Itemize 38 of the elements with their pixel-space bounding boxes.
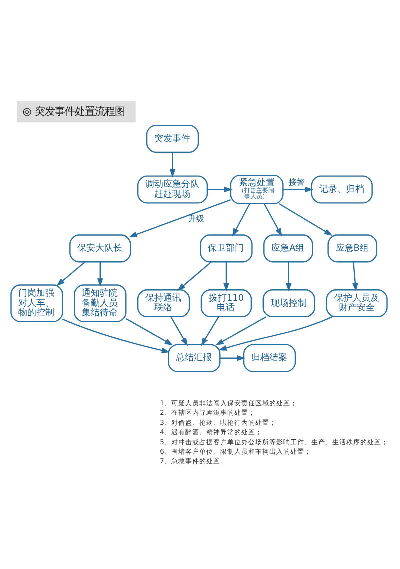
- arrow: [224, 262, 230, 292]
- arrow: [208, 186, 233, 193]
- arrow: [177, 262, 212, 292]
- arrow: [97, 262, 104, 287]
- arrow: [62, 318, 170, 354]
- arrow: [218, 316, 333, 351]
- node-box: 记录、归档: [311, 176, 373, 204]
- arrow: [129, 200, 232, 238]
- node-box: 保持通讯联络: [137, 290, 190, 318]
- node-box: 通知驻院备勤人员集结待命: [74, 284, 127, 322]
- node-box: 调动应急分队赶赴现场: [137, 176, 208, 204]
- arrow: [170, 316, 188, 346]
- node-box: 保卫部门: [200, 234, 253, 263]
- edge-label: 升级: [188, 214, 204, 224]
- arrow: [283, 186, 314, 193]
- node-box: 拨打110电话: [200, 290, 252, 318]
- arrow: [220, 355, 246, 362]
- arrow: [352, 262, 358, 292]
- arrow: [264, 204, 282, 237]
- node-box: 突发事件: [146, 125, 200, 154]
- node-box: 应急A组: [264, 234, 314, 263]
- diagram-title: ◎ 突发事件处置流程图: [22, 106, 126, 118]
- node-box: 保护人员及财产安全: [326, 290, 388, 318]
- arrow: [201, 316, 220, 346]
- node-box: 应急B组: [328, 234, 378, 263]
- arrow: [232, 204, 250, 237]
- arrow: [216, 316, 267, 346]
- node-box: 门岗加强对人车、物的控制: [10, 284, 64, 322]
- node-box: 保安大队长: [70, 234, 132, 263]
- arrow: [56, 262, 86, 286]
- arrow: [126, 318, 174, 346]
- node-box: 总结汇报: [168, 344, 221, 372]
- arrow: [279, 203, 333, 236]
- node-box: 现场控制: [262, 290, 316, 318]
- edge-label: 接警: [288, 177, 305, 188]
- arrow: [286, 262, 292, 292]
- arrow: [170, 152, 176, 178]
- node-box: 归档结案: [243, 344, 296, 372]
